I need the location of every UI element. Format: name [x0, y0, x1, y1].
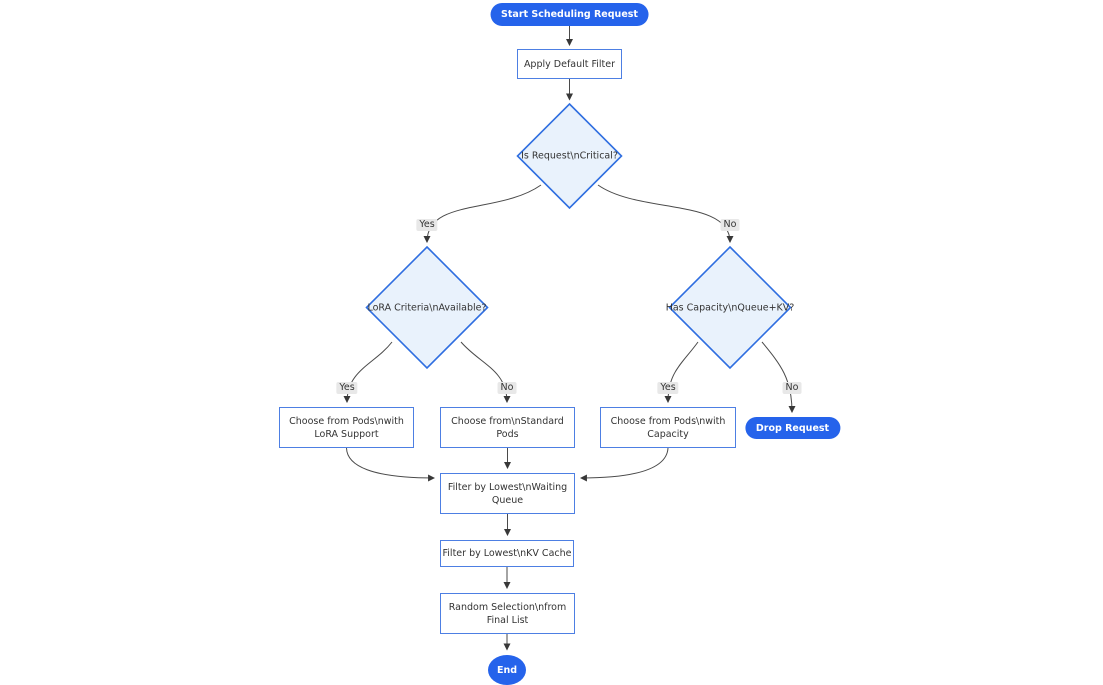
node-apply-default-filter: Apply Default Filter — [517, 49, 622, 79]
node-choose-lora-pods-label: Choose from Pods\nwith LoRA Support — [289, 415, 404, 440]
edge-choose-lora-to-filter-queue — [346, 447, 436, 482]
decision-lora-criteria-available-shape — [365, 245, 489, 370]
edge-label-critical-yes: Yes — [416, 219, 438, 231]
node-filter-kv-cache: Filter by Lowest\nKV Cache — [440, 540, 574, 567]
node-choose-standard-pods: Choose from\nStandard Pods — [440, 407, 575, 448]
decision-is-request-critical-label: Is Request\nCritical? — [521, 150, 618, 162]
edge-choose-capacity-to-filter-queue — [579, 447, 669, 482]
edge-capacity-yes-to-choose-capacity — [664, 341, 699, 404]
node-drop-request: Drop Request — [744, 417, 841, 439]
edge-critical-no-to-capacity — [597, 184, 734, 244]
node-filter-kv-cache-label: Filter by Lowest\nKV Cache — [442, 548, 572, 559]
decision-is-request-critical-shape — [516, 102, 623, 210]
node-start: Start Scheduling Request — [490, 3, 649, 26]
decision-lora-criteria-available-label: LoRA Criteria\nAvailable? — [367, 302, 487, 313]
node-end: End — [488, 655, 526, 685]
decision-has-capacity-shape — [668, 245, 792, 370]
node-filter-waiting-queue: Filter by Lowest\nWaiting Queue — [440, 473, 575, 514]
node-choose-lora-pods: Choose from Pods\nwith LoRA Support — [279, 407, 414, 448]
edge-label-lora-no: No — [497, 382, 517, 394]
node-filter-waiting-queue-label: Filter by Lowest\nWaiting Queue — [447, 481, 568, 506]
node-choose-capacity-pods: Choose from Pods\nwith Capacity — [600, 407, 736, 448]
node-end-label: End — [496, 664, 518, 676]
edge-critical-yes-to-lora — [423, 184, 542, 244]
node-random-selection-label: Random Selection\nfrom Final List — [448, 601, 567, 626]
node-random-selection: Random Selection\nfrom Final List — [440, 593, 575, 634]
edge-label-capacity-no: No — [782, 382, 802, 394]
node-start-label: Start Scheduling Request — [501, 9, 638, 20]
edge-label-critical-no: No — [720, 219, 740, 231]
node-choose-capacity-pods-label: Choose from Pods\nwith Capacity — [610, 415, 726, 440]
edge-label-lora-yes: Yes — [336, 382, 358, 394]
edge-capacity-no-to-drop — [761, 341, 796, 414]
edge-label-capacity-yes: Yes — [657, 382, 679, 394]
node-drop-request-label: Drop Request — [755, 422, 830, 434]
node-choose-standard-pods-label: Choose from\nStandard Pods — [451, 415, 564, 440]
decision-has-capacity-label: Has Capacity\nQueue+KV? — [665, 302, 795, 313]
node-apply-default-filter-label: Apply Default Filter — [523, 58, 616, 70]
